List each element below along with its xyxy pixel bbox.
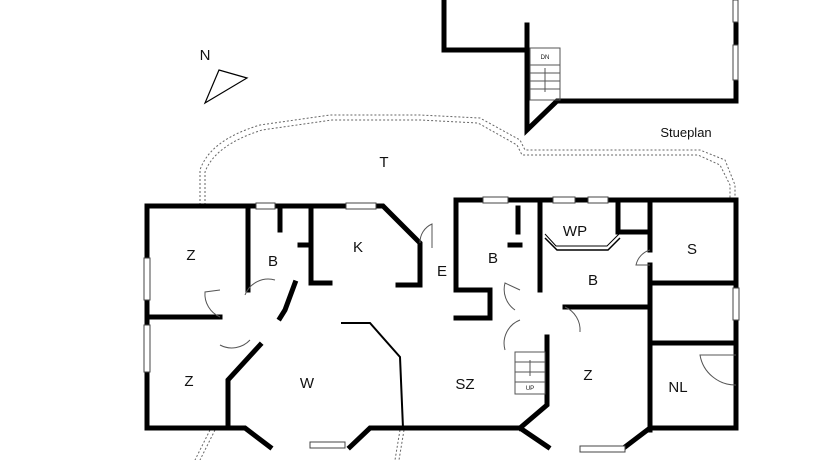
- room-wp: WP: [563, 223, 587, 240]
- room-bath-mid: B: [488, 250, 498, 267]
- room-living: W: [300, 375, 315, 392]
- stair-down-label: DN: [541, 55, 550, 61]
- room-left-bottom: Z: [184, 373, 193, 390]
- room-s: S: [687, 241, 697, 258]
- room-terrace: T: [379, 154, 388, 171]
- stair-down[interactable]: DN: [529, 47, 561, 101]
- main-floor-walls: [144, 197, 739, 451]
- room-bath-left: B: [268, 253, 278, 270]
- terrace-outline: [194, 114, 736, 460]
- plan-title: Stueplan: [660, 125, 711, 140]
- room-kitchen: K: [353, 239, 363, 256]
- stair-up-label: UP: [526, 386, 534, 392]
- room-bath-right: B: [588, 272, 598, 289]
- windows: [143, 196, 740, 453]
- doors[interactable]: [204, 223, 737, 386]
- room-nl: NL: [668, 379, 687, 396]
- compass-label: N: [200, 47, 211, 64]
- room-right: Z: [583, 367, 592, 384]
- stair-up[interactable]: UP: [514, 351, 546, 395]
- upper-floor: DN: [441, 0, 739, 136]
- room-sitting: SZ: [455, 376, 474, 393]
- room-entry: E: [437, 263, 447, 280]
- room-labels: T Z B K E B WP B S Z W SZ Z NL: [184, 154, 697, 396]
- room-left-top: Z: [186, 247, 195, 264]
- compass-icon: N: [200, 47, 249, 105]
